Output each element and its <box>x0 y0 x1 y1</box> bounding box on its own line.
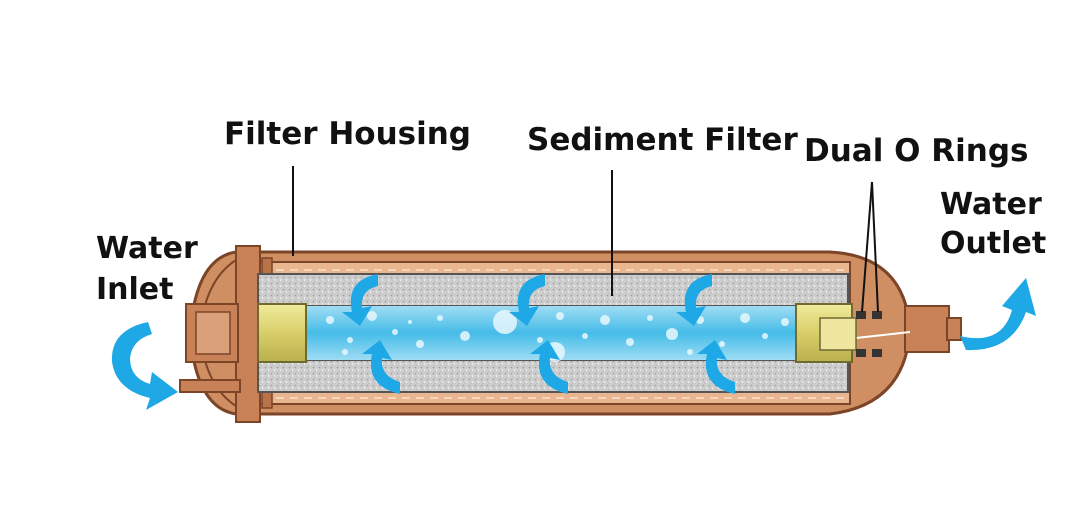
water-outlet-label-line2: Outlet <box>940 226 1047 261</box>
sediment-filter-label: Sediment Filter <box>527 122 798 158</box>
water-inlet-label-line2: Inlet <box>96 272 174 307</box>
dual-o-rings-label: Dual O Rings <box>804 133 1029 169</box>
inlet-arrow-icon <box>111 322 178 410</box>
leader-lines <box>292 166 879 313</box>
outlet-arrow-icon <box>960 278 1036 351</box>
filter-housing-label: Filter Housing <box>224 116 472 152</box>
end-caps <box>257 303 857 363</box>
water-outlet-label-line1: Water <box>940 187 1042 222</box>
flow-arrow-icon <box>342 274 735 394</box>
dual-o-rings <box>856 311 882 357</box>
water-inlet-label-line1: Water <box>96 231 198 266</box>
